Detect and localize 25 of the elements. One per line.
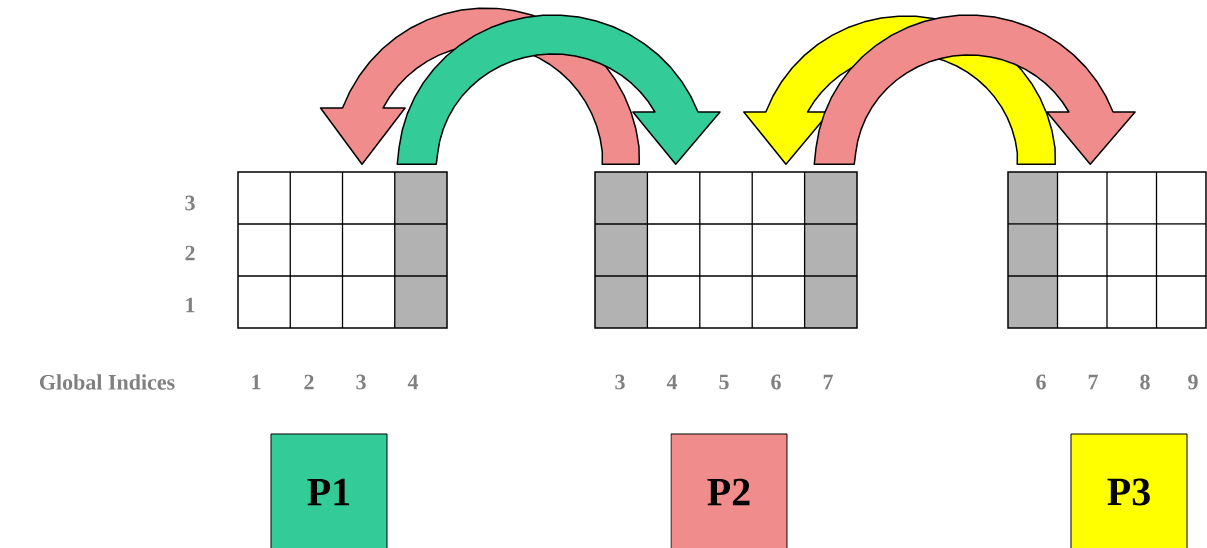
curved-arrow bbox=[396, 14, 721, 165]
process-box: P1 bbox=[270, 433, 388, 548]
index-number: 9 bbox=[1188, 374, 1198, 390]
process-box: P2 bbox=[670, 433, 788, 548]
grid-drawing bbox=[594, 171, 858, 329]
grid-drawing bbox=[1007, 171, 1207, 329]
index-number: 3 bbox=[185, 195, 195, 211]
index-number: 8 bbox=[1140, 374, 1150, 390]
axis-label: Global Indices bbox=[39, 374, 175, 390]
curved-arrow bbox=[813, 14, 1136, 165]
index-number: 1 bbox=[252, 374, 261, 390]
index-number: 3 bbox=[356, 374, 366, 390]
index-number: 2 bbox=[304, 374, 314, 390]
index-number: 1 bbox=[186, 297, 195, 313]
index-number: 6 bbox=[771, 374, 781, 390]
index-number: 7 bbox=[823, 374, 833, 390]
index-number: 7 bbox=[1088, 374, 1098, 390]
grid-drawing bbox=[237, 171, 448, 329]
index-number: 4 bbox=[666, 374, 678, 390]
process-box: P3 bbox=[1070, 433, 1188, 548]
index-number: 3 bbox=[615, 374, 625, 390]
index-number: 5 bbox=[719, 374, 729, 390]
index-number: 6 bbox=[1036, 374, 1046, 390]
index-number: 4 bbox=[407, 374, 419, 390]
index-number: 2 bbox=[185, 245, 195, 261]
